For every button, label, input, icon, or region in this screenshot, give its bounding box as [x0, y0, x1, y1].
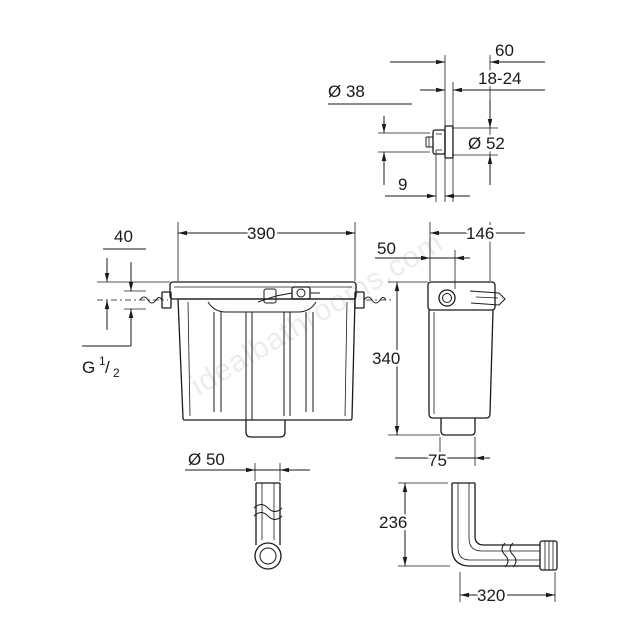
- inlet-hose-left: [139, 296, 163, 304]
- side-lever: [469, 290, 506, 306]
- pipe-inner-wall: [457, 483, 540, 561]
- dimension-label-40: 40: [114, 227, 133, 246]
- watermark: idealbathrooms.com: [185, 226, 449, 403]
- dimension-label-50: 50: [377, 239, 396, 258]
- dimension-label-18-24: 18-24: [478, 69, 521, 88]
- cover-plate: [444, 125, 454, 159]
- thread-numerator: 1: [99, 354, 106, 368]
- dimension-label-146: 146: [466, 224, 494, 243]
- thread-denominator: 2: [113, 366, 120, 380]
- dimension-label-390: 390: [247, 224, 275, 243]
- thread-label-g-half: G 1 / 2: [80, 352, 123, 383]
- valve-lever: [257, 292, 293, 303]
- thread-letter: G: [82, 358, 95, 377]
- inlet-knob: [438, 289, 456, 307]
- cistern-outlet: [245, 420, 286, 438]
- inner-wall: [344, 301, 348, 417]
- pipe-break-line: [253, 512, 283, 520]
- dimension-label-dia-50: Ø 50: [188, 450, 225, 469]
- flush-pipe-bend: 236 320: [377, 482, 558, 608]
- pipe-elbow: [254, 542, 282, 570]
- dimension-label-320: 320: [477, 586, 505, 605]
- pipe-inner-wall: [468, 483, 540, 552]
- inlet-knob-inner: [442, 293, 452, 303]
- cistern-side-view: 146 50 340 75: [370, 222, 525, 473]
- threaded-end: [539, 540, 558, 571]
- valve-head: [263, 288, 277, 304]
- valve-knob: [296, 288, 306, 298]
- side-outlet: [440, 418, 476, 436]
- pipe-elbow-inner: [259, 547, 277, 565]
- dimension-label-dia-38: Ø 38: [328, 82, 365, 101]
- cistern-body: [177, 298, 356, 421]
- side-body: [428, 309, 494, 419]
- side-lid: [427, 281, 496, 311]
- inner-wall: [187, 301, 191, 417]
- flush-plate-detail: 60 18-24 Ø 38 Ø 52 9: [326, 39, 545, 202]
- inner-tray: [207, 301, 317, 313]
- inlet-hose-right: [363, 296, 387, 304]
- dimension-label-340: 340: [372, 349, 400, 368]
- cistern-front-view: 390 40 G 1 / 2: [80, 222, 392, 438]
- button-stem: [425, 136, 434, 148]
- side-lever-detail: [475, 296, 499, 299]
- dimension-label-75: 75: [428, 451, 447, 470]
- flush-pipe-vertical: Ø 50: [185, 448, 310, 570]
- pipe-break-line: [501, 542, 509, 568]
- bend-outer-wall: [451, 483, 540, 567]
- pipe-break-line: [253, 504, 283, 512]
- bend-inner-wall: [474, 483, 540, 546]
- dimension-label-9: 9: [398, 175, 407, 194]
- dimension-label-dia-52: Ø 52: [468, 134, 505, 153]
- pipe-break-line: [509, 542, 517, 568]
- thread-separator: /: [105, 358, 110, 377]
- dimension-label-60: 60: [495, 41, 514, 60]
- dimension-label-236: 236: [379, 513, 407, 532]
